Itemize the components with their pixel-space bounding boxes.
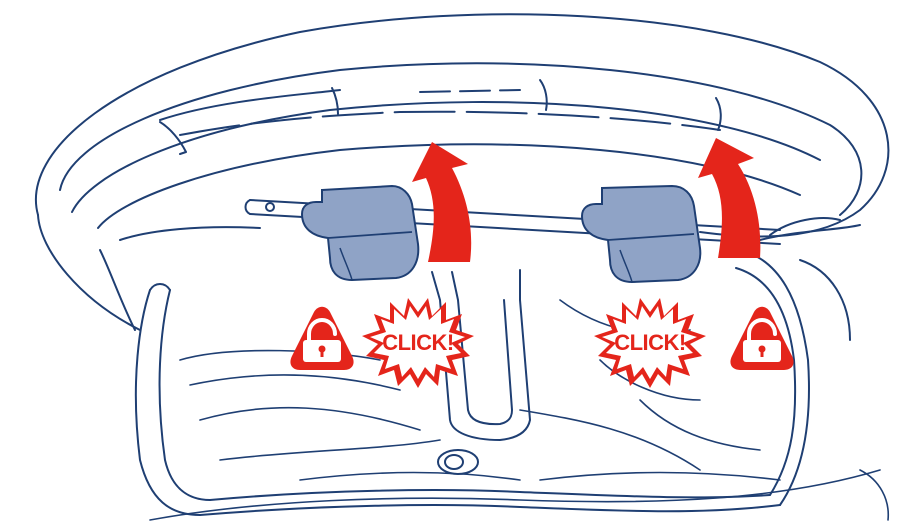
seat-clip-right [580, 184, 702, 284]
click-burst-left: CLICK! [362, 298, 474, 388]
seat-shell [35, 13, 890, 341]
seat-clip-left [300, 184, 420, 282]
click-label-right: CLICK! [614, 330, 686, 355]
unlocked-padlock-warning-right-icon [730, 306, 794, 370]
stroller-frame [134, 199, 810, 516]
curved-up-arrow-right-icon [698, 138, 761, 258]
unlocked-padlock-warning-left-icon [290, 306, 354, 370]
curved-up-arrow-left-icon [412, 142, 472, 262]
click-burst-right: CLICK! [594, 298, 706, 388]
click-label-left: CLICK! [382, 330, 454, 355]
seat-fabric [149, 299, 890, 521]
